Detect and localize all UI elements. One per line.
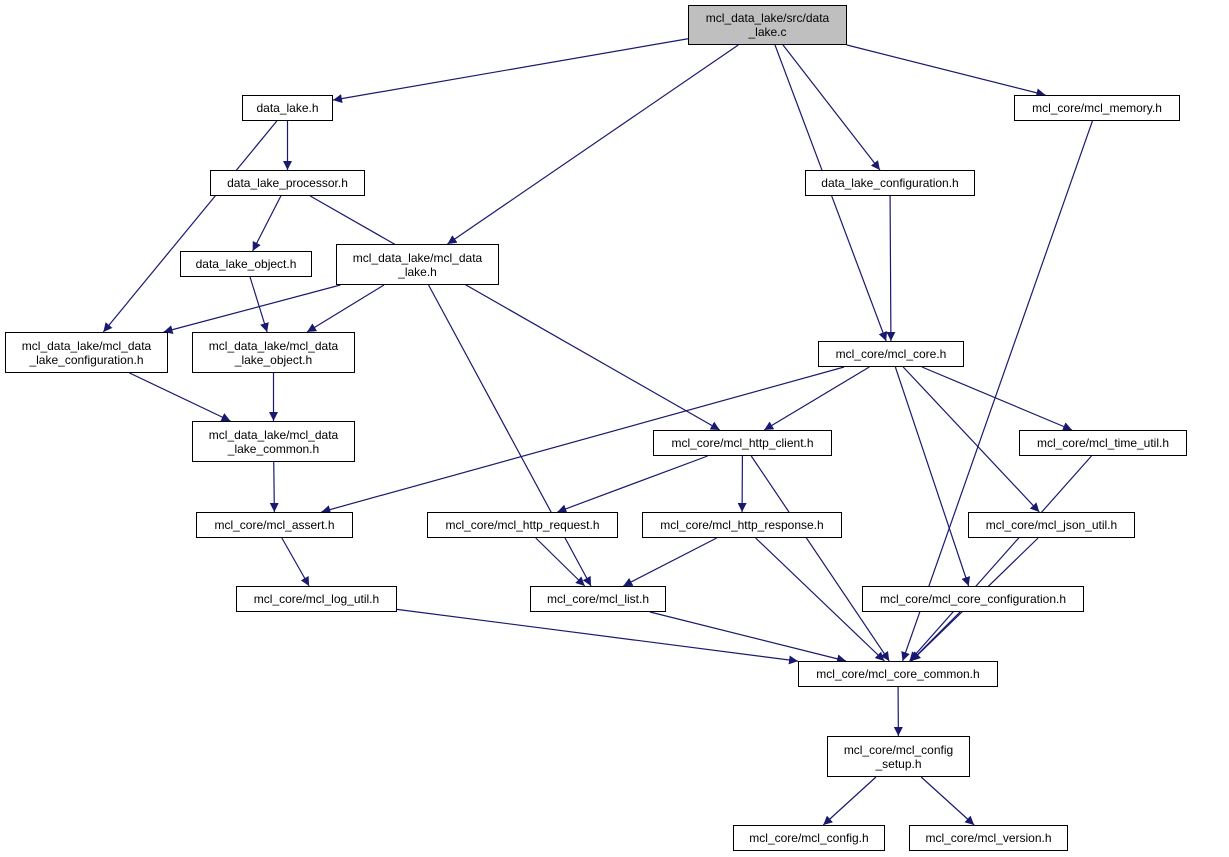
node-data-lake-h[interactable]: data_lake.h [242, 95, 333, 121]
edge-root-to-mcl_data_lake_h [447, 44, 739, 245]
node-label: mcl_core/mcl_http_client.h [671, 436, 814, 450]
node-label: mcl_core/mcl_core_configuration.h [879, 592, 1067, 606]
edge-mcl_list_h-to-mcl_core_common_h [649, 611, 847, 664]
edge-data_lake_object_h-to-mcl_data_lake_object_h [249, 276, 269, 333]
node-label-line: mcl_data_lake/mcl_data [21, 338, 152, 353]
node-label-line: mcl_core/mcl_config [843, 742, 954, 757]
node-mcl-assert-h[interactable]: mcl_core/mcl_assert.h [196, 512, 353, 538]
node-data-lake-object-h[interactable]: data_lake_object.h [180, 251, 312, 277]
edge-data_lake_processor_h-to-data_lake_object_h [252, 195, 282, 252]
node-label-line: mcl_data_lake/mcl_data [208, 427, 339, 442]
edge-data_lake_h-to-mcl_data_lake_configuration_h [102, 120, 278, 333]
edge-data_lake_configuration_h-to-mcl_core_h [886, 195, 896, 342]
node-label-line: mcl_data_lake/mcl_data [352, 250, 483, 265]
node-label: mcl_core/mcl_assert.h [214, 518, 335, 532]
node-label: data_lake_object.h [195, 257, 297, 271]
node-mcl-log-util-h[interactable]: mcl_core/mcl_log_util.h [236, 586, 397, 612]
node-label-line: _lake_common.h [227, 441, 320, 456]
node-label: mcl_core/mcl_config.h [749, 831, 869, 845]
node-mcl-data-lake-configuration-h[interactable]: mcl_data_lake/mcl_data _lake_configurati… [5, 332, 168, 373]
node-mcl-data-lake-h[interactable]: mcl_data_lake/mcl_data _lake.h [336, 244, 499, 285]
edge-mcl_http_client_h-to-mcl_http_request_h [557, 455, 708, 514]
node-mcl-json-util-h[interactable]: mcl_core/mcl_json_util.h [968, 512, 1135, 538]
node-label-line: _lake_configuration.h [29, 352, 144, 367]
edge-mcl_log_util_h-to-mcl_core_common_h [396, 608, 799, 665]
node-label-line: _lake_object.h [234, 352, 313, 367]
node-mcl-http-request-h[interactable]: mcl_core/mcl_http_request.h [427, 512, 618, 538]
edge-mcl_config_setup_h-to-mcl_config_h [822, 776, 877, 826]
edge-mcl_http_client_h-to-mcl_core_common_h [750, 455, 890, 662]
node-mcl-list-h[interactable]: mcl_core/mcl_list.h [530, 586, 666, 612]
edge-mcl_http_request_h-to-mcl_list_h [535, 537, 586, 587]
node-mcl-config-setup-h[interactable]: mcl_core/mcl_config _setup.h [827, 736, 970, 777]
node-label: data_lake.h [256, 101, 319, 115]
node-mcl-http-client-h[interactable]: mcl_core/mcl_http_client.h [653, 430, 832, 456]
node-label-line: mcl_data_lake/mcl_data [208, 338, 339, 353]
node-mcl-version-h[interactable]: mcl_core/mcl_version.h [909, 825, 1068, 851]
node-label: mcl_core/mcl_http_response.h [660, 518, 824, 532]
edge-mcl_data_lake_common_h-to-mcl_assert_h [269, 461, 279, 513]
edge-mcl_data_lake_h-to-mcl_data_lake_configuration_h [163, 284, 341, 335]
edge-mcl_http_response_h-to-mcl_list_h [623, 537, 717, 587]
node-label: mcl_core/mcl_core_common.h [816, 667, 980, 681]
edge-mcl_data_lake_configuration_h-to-mcl_data_lake_common_h [129, 372, 231, 422]
node-label: mcl_core/mcl_log_util.h [253, 592, 380, 606]
edge-mcl_core_h-to-mcl_http_client_h [763, 366, 870, 431]
node-mcl-core-common-h[interactable]: mcl_core/mcl_core_common.h [798, 661, 998, 687]
edge-mcl_data_lake_h-to-mcl_data_lake_object_h [306, 284, 385, 333]
edge-root-to-data_lake_configuration_h [782, 44, 881, 171]
edge-data_lake_processor_h-to-mcl_http_client_h [309, 195, 721, 431]
node-label-line: _lake.c [748, 25, 787, 39]
node-label-line: _lake.h [398, 264, 437, 279]
edge-mcl_data_lake_h-to-mcl_list_h [428, 284, 592, 587]
edge-root-to-mcl_memory_h [846, 44, 1046, 98]
node-mcl-config-h[interactable]: mcl_core/mcl_config.h [733, 825, 885, 851]
node-mcl-time-util-h[interactable]: mcl_core/mcl_time_util.h [1019, 430, 1187, 456]
node-label: mcl_core/mcl_core.h [835, 347, 947, 361]
node-label: mcl_core/mcl_http_request.h [445, 518, 600, 532]
edge-mcl_core_h-to-mcl_time_util_h [921, 366, 1073, 431]
node-label: data_lake_configuration.h [821, 176, 959, 190]
edge-root-to-data_lake_h [332, 38, 689, 104]
node-label: mcl_core/mcl_json_util.h [985, 518, 1118, 532]
edge-mcl_http_response_h-to-mcl_core_common_h [755, 537, 885, 662]
node-data-lake-c: mcl_data_lake/src/data _lake.c [688, 5, 847, 45]
node-label: data_lake_processor.h [227, 176, 348, 190]
edge-mcl_core_h-to-mcl_assert_h [321, 366, 845, 514]
node-mcl-core-h[interactable]: mcl_core/mcl_core.h [818, 341, 964, 367]
node-label: mcl_core/mcl_version.h [925, 831, 1052, 845]
node-label: mcl_core/mcl_list.h [546, 592, 650, 606]
edge-mcl_time_util_h-to-mcl_core_common_h [909, 455, 1092, 662]
edge-mcl_assert_h-to-mcl_log_util_h [281, 537, 310, 587]
edge-mcl_memory_h-to-mcl_core_common_h [901, 120, 1093, 662]
node-mcl-data-lake-object-h[interactable]: mcl_data_lake/mcl_data _lake_object.h [192, 332, 355, 373]
node-data-lake-configuration-h[interactable]: data_lake_configuration.h [805, 170, 975, 196]
edge-mcl_core_h-to-mcl_json_util_h [902, 366, 1040, 513]
node-label-line: _setup.h [875, 756, 922, 771]
node-mcl-http-response-h[interactable]: mcl_core/mcl_http_response.h [642, 512, 842, 538]
node-label: mcl_core/mcl_memory.h [1032, 101, 1162, 115]
edge-mcl_config_setup_h-to-mcl_version_h [920, 776, 975, 826]
node-mcl-data-lake-common-h[interactable]: mcl_data_lake/mcl_data _lake_common.h [192, 421, 355, 462]
edge-mcl_core_h-to-mcl_core_configuration_h [894, 366, 971, 587]
node-label: mcl_core/mcl_time_util.h [1036, 436, 1170, 450]
node-mcl-core-configuration-h[interactable]: mcl_core/mcl_core_configuration.h [862, 586, 1084, 612]
node-data-lake-processor-h[interactable]: data_lake_processor.h [210, 170, 365, 196]
node-label-line: mcl_data_lake/src/data [705, 11, 830, 25]
node-mcl-memory-h[interactable]: mcl_core/mcl_memory.h [1014, 95, 1180, 121]
